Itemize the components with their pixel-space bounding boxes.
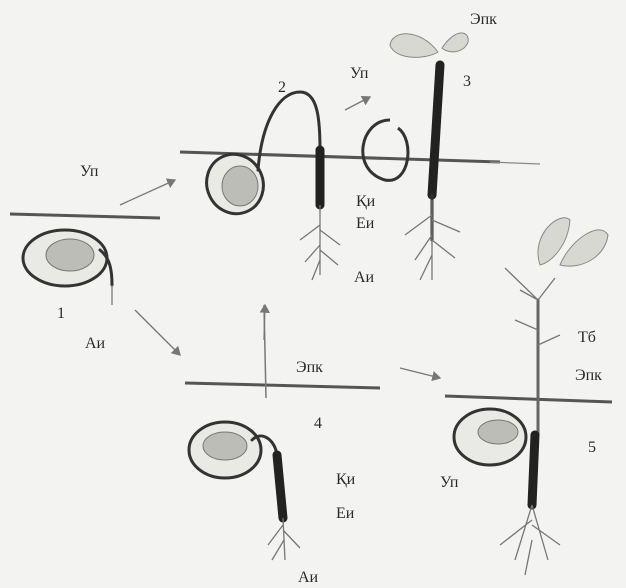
label-tb: Тб (578, 329, 596, 346)
label-epk-right: Эпк (575, 367, 602, 384)
stage-number-3: 3 (463, 73, 471, 90)
soil-line-5 (445, 396, 612, 402)
arrow-1-to-4 (135, 310, 180, 355)
stage-number-5: 5 (588, 439, 596, 456)
arrow-2-to-3 (345, 97, 370, 110)
stage-number-2: 2 (278, 79, 286, 96)
stage-number-1: 1 (57, 305, 65, 322)
label-ei-bottom: Еи (336, 505, 355, 522)
stage-4-seedling (189, 305, 300, 560)
soil-line-1 (10, 214, 160, 218)
stage-2-seedling-hook (197, 92, 340, 280)
seed-coat (363, 120, 408, 180)
label-up-bottom: Уп (440, 474, 459, 491)
label-ai-left: Аи (85, 335, 106, 352)
label-epk-top: Эпк (470, 11, 497, 28)
label-qi-top: Қи (356, 193, 376, 210)
stage-1-seed (23, 230, 112, 305)
soil-line-4 (185, 383, 380, 388)
arrow-1-to-2 (120, 180, 175, 205)
stage-3-seedling (390, 33, 468, 280)
label-epk-mid: Эпк (296, 359, 323, 376)
label-qi-bottom: Қи (336, 471, 356, 488)
label-up-left: Уп (80, 163, 99, 180)
label-ei-top: Еи (356, 215, 375, 232)
arrow-4-to-5 (400, 368, 440, 378)
stage-number-4: 4 (314, 415, 322, 432)
label-up-top: Уп (350, 65, 369, 82)
label-ai-top: Аи (354, 269, 375, 286)
label-ai-bottom: Аи (298, 569, 319, 586)
